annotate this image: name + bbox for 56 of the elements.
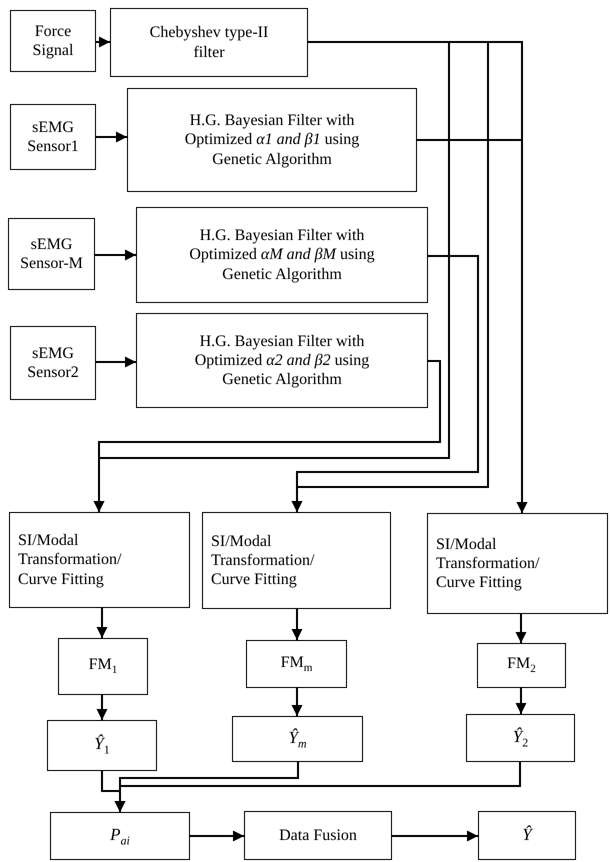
process-box: [466, 714, 575, 762]
box-label: P$_{ai}$: [110, 824, 130, 848]
box-label: H.G. Bayesian Filter with Optimized α1 and β1 using Genetic Algorithm: [184, 111, 360, 169]
box-label: sEMG Sensor2: [26, 344, 80, 382]
box-label: H.G. Bayesian Filter with Optimized αM and βM using Genetic Algorithm: [188, 226, 376, 284]
box-label: sEMG Sensor1: [26, 118, 80, 156]
process-box: [10, 10, 96, 72]
arrow: [114, 762, 521, 812]
process-box: [8, 218, 95, 290]
arrow: [292, 688, 302, 716]
arrow: [392, 830, 478, 842]
process-box: [50, 812, 190, 860]
box-label: Ŷ: [522, 825, 532, 846]
process-box: [246, 640, 347, 688]
process-box: [477, 643, 566, 688]
arrow: [96, 132, 127, 142]
box-label: Ŷ$_{2}$: [512, 726, 528, 750]
arrow: [292, 255, 479, 512]
arrow: [96, 356, 136, 368]
box-label: Chebyshev type-II filter: [148, 23, 270, 62]
box-label: sEMG Sensor-M: [19, 234, 84, 274]
process-box: [10, 326, 96, 400]
box-label: FM$_{2}$: [507, 654, 536, 677]
process-box: [10, 104, 96, 170]
process-box: [110, 8, 308, 77]
process-box: [202, 512, 391, 609]
box-label: Data Fusion: [279, 826, 357, 846]
box-label: FM$_{m}$: [280, 652, 312, 676]
process-box: [9, 512, 190, 608]
box-label: H.G. Bayesian Filter with Optimized α2 and β2 using Genetic Algorithm: [194, 332, 370, 390]
box-label: SI/Modal Transformation/ Curve Fitting: [211, 532, 316, 590]
process-box: [136, 207, 428, 303]
process-box: [136, 313, 428, 408]
box-label: SI/Modal Transformation/ Curve Fitting: [436, 534, 540, 592]
process-box: [427, 513, 608, 614]
process-box: [478, 811, 576, 860]
box-label: Ŷ$_{m}$: [288, 728, 307, 750]
box-label: Force Signal: [32, 22, 74, 60]
process-box: [47, 720, 157, 771]
box-label: FM$_{1}$: [88, 655, 118, 678]
box-label: SI/Modal Transformation/ Curve Fitting: [18, 531, 122, 589]
arrow: [96, 36, 110, 48]
arrow: [516, 614, 526, 643]
arrow: [94, 360, 441, 512]
arrow: [190, 830, 244, 842]
arrow: [417, 139, 528, 513]
process-box: [58, 638, 148, 695]
process-box: [232, 716, 363, 762]
arrow: [96, 608, 108, 638]
process-box: [127, 88, 417, 192]
arrow: [292, 609, 302, 640]
arrow: [516, 688, 526, 714]
box-label: Ŷ$_{1}$: [94, 734, 110, 757]
process-box: [244, 811, 392, 860]
arrow: [96, 695, 108, 720]
arrow: [95, 250, 136, 260]
